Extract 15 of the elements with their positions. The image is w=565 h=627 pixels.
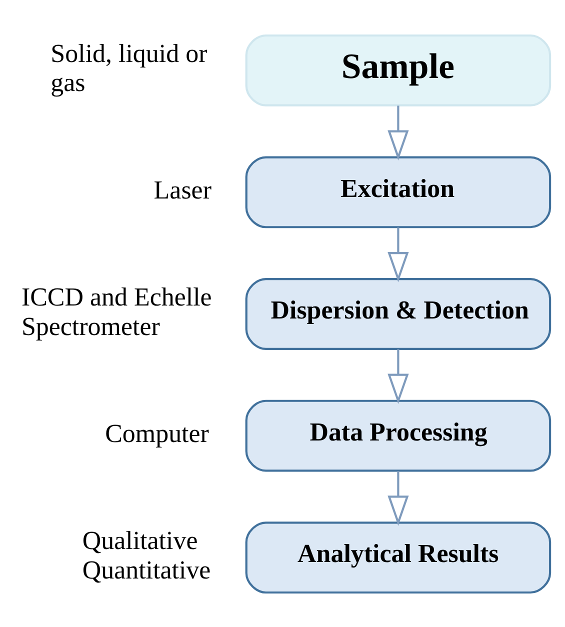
arrow bbox=[388, 105, 409, 160]
node-label: Quantitative bbox=[82, 554, 211, 584]
arrow bbox=[388, 470, 409, 526]
node-label: Computer bbox=[105, 418, 209, 448]
node-box: Data Processing bbox=[245, 399, 552, 472]
node-box: Analytical Results bbox=[245, 521, 552, 594]
arrow bbox=[388, 348, 409, 404]
arrow bbox=[388, 226, 409, 282]
node-label: Solid, liquid or gas bbox=[50, 38, 208, 97]
node-label: Qualitative bbox=[82, 526, 198, 555]
node-label: Laser bbox=[154, 174, 212, 204]
node-label: ICCD and Echelle Spectrometer bbox=[21, 282, 212, 340]
node-box: Sample bbox=[245, 34, 552, 106]
node-box: Dispersion & Detection bbox=[245, 278, 552, 350]
node-box: Excitation bbox=[245, 156, 552, 228]
